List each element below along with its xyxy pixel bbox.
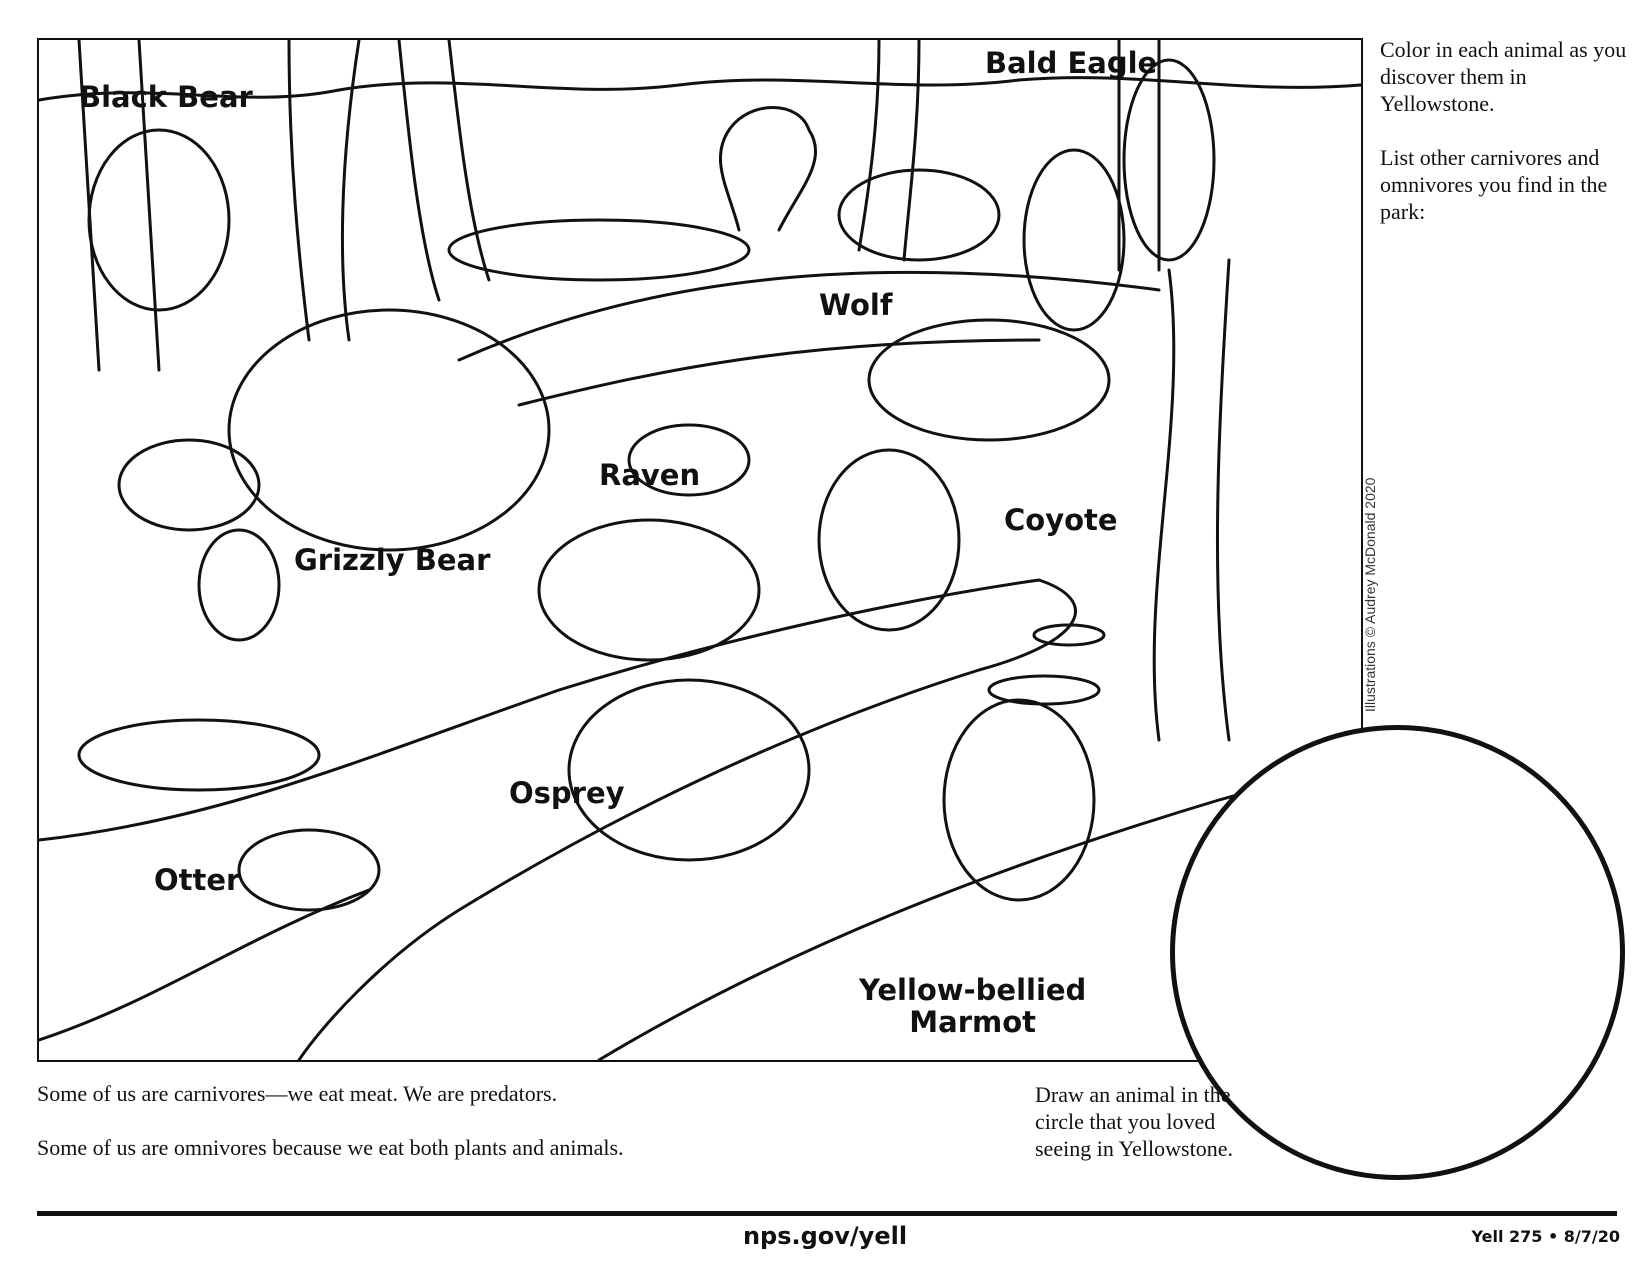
- fish-1: [1032, 623, 1106, 647]
- label-osprey: Osprey: [509, 776, 625, 810]
- instruction-list-other: List other carnivores and omnivores you …: [1380, 145, 1608, 224]
- geyser: [719, 106, 818, 232]
- diet-explanation: Some of us are carnivores—we eat meat. W…: [37, 1080, 997, 1188]
- raven-figure: [627, 423, 751, 497]
- carcass-figure: [537, 518, 761, 662]
- instruction-color-in: Color in each animal as you discover the…: [1380, 37, 1627, 116]
- bald-eagle-figure: [1122, 58, 1216, 262]
- fish-2: [987, 674, 1101, 706]
- illustration-credit: Illustrations © Audrey McDonald 2020: [1362, 477, 1378, 712]
- wolf-pups-figure: [837, 168, 1001, 262]
- carnivores-text: Some of us are carnivores—we eat meat. W…: [37, 1081, 558, 1106]
- footer-divider: [37, 1211, 1617, 1216]
- marmot-figure: [942, 698, 1096, 902]
- draw-prompt: Draw an animal in the circle that you lo…: [1035, 1082, 1233, 1161]
- wolf-figure: [867, 318, 1111, 442]
- otter-figure-1: [77, 718, 321, 792]
- instructions-panel: Color in each animal as you discover the…: [1380, 36, 1630, 252]
- coyote-figure: [817, 448, 961, 632]
- drawing-circle[interactable]: [1170, 725, 1625, 1180]
- footer-url: nps.gov/yell: [742, 1222, 908, 1250]
- howling-wolf-figure: [1022, 148, 1126, 332]
- osprey-figure: [567, 678, 811, 862]
- omnivores-text: Some of us are omnivores because we eat …: [37, 1135, 624, 1160]
- black-bear-figure: [87, 128, 231, 312]
- tree-right-1: [857, 40, 921, 262]
- footer-document-code: Yell 275 • 8/7/20: [1471, 1227, 1621, 1246]
- otter-figure-2: [237, 828, 381, 912]
- bear-cub-figure-2: [197, 528, 281, 642]
- grizzly-bear-figure: [227, 308, 551, 552]
- label-otter: Otter: [154, 863, 241, 897]
- label-black-bear: Black Bear: [79, 80, 253, 114]
- hot-spring: [447, 218, 751, 282]
- bear-cub-figure-1: [117, 438, 261, 532]
- tree-left-2: [287, 40, 361, 342]
- label-coyote: Coyote: [1004, 503, 1118, 537]
- coloring-scene: Black Bear Bald Eagle Wolf Raven Coyote …: [37, 38, 1363, 1062]
- tree-right-2: [1117, 40, 1161, 272]
- river-bank-lower: [39, 888, 371, 1042]
- river-bank-upper: [39, 578, 1077, 1060]
- tree-left-3: [397, 40, 491, 302]
- label-raven: Raven: [599, 458, 701, 492]
- scene-illustration: [39, 40, 1361, 1060]
- horizon-hills: [39, 76, 1361, 102]
- label-yellow-bellied-marmot: Yellow-bellied Marmot: [859, 973, 1087, 1039]
- label-bald-eagle: Bald Eagle: [985, 46, 1158, 80]
- label-wolf: Wolf: [819, 288, 893, 322]
- meadow-path-lower: [517, 338, 1041, 407]
- meadow-path: [457, 270, 1161, 362]
- dead-tree: [1152, 258, 1231, 742]
- label-grizzly-bear: Grizzly Bear: [294, 543, 491, 577]
